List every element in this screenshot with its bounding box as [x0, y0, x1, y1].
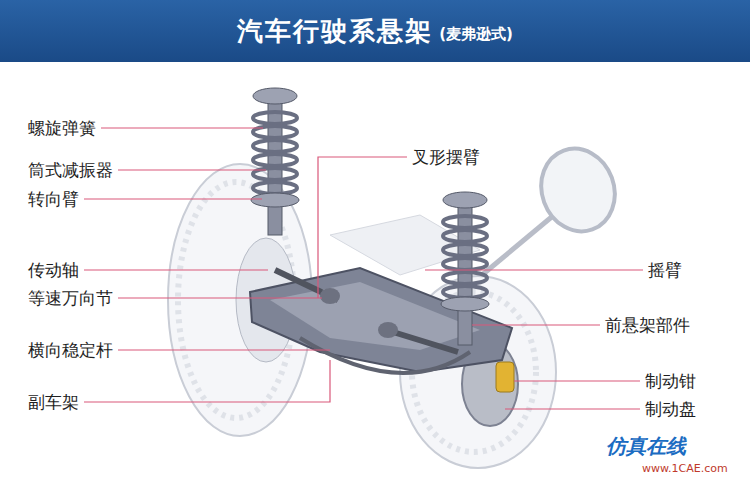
leader-line: [84, 360, 330, 402]
watermark: 仿真在线: [606, 433, 686, 460]
leader-line: [425, 269, 643, 270]
subframe: [250, 268, 512, 372]
leader-line: [84, 269, 268, 270]
leader-line: [472, 324, 600, 325]
title: 汽车行驶系悬架: [237, 14, 433, 49]
strut-mount: [443, 192, 487, 208]
leader-line: [514, 380, 640, 381]
brake-caliper: [496, 362, 514, 392]
part-label: 转向臂: [28, 189, 79, 209]
cv-joint: [320, 288, 340, 304]
watermark: www.1CAE.com: [642, 462, 728, 475]
part-label: 制动钳: [645, 371, 696, 391]
cv-joint: [378, 322, 398, 338]
part-label: 摇臂: [648, 260, 682, 280]
part-label: 螺旋弹簧: [28, 118, 96, 138]
part-label: 副车架: [28, 392, 79, 412]
stabilizer-bar: [300, 338, 470, 373]
leader-line: [101, 127, 263, 128]
part-label: 前悬架部件: [605, 315, 690, 335]
title-band: 汽车行驶系悬架 (麦弗逊式): [0, 0, 750, 62]
coil-spring: [443, 216, 487, 298]
leader-line: [118, 349, 330, 350]
part-label: 叉形摆臂: [412, 147, 480, 167]
leader-line: [318, 157, 407, 298]
part-label: 制动盘: [645, 399, 696, 419]
steering-wheel: [530, 138, 626, 242]
spring-seat: [441, 297, 489, 311]
part-label: 横向稳定杆: [28, 340, 113, 360]
subtitle: (麦弗逊式): [439, 25, 513, 44]
spring-seat: [251, 193, 299, 207]
leader-line: [118, 297, 322, 298]
part-label: 筒式减振器: [28, 160, 113, 180]
part-label: 传动轴: [28, 260, 79, 280]
leader-line: [118, 169, 266, 170]
leader-line: [84, 198, 262, 199]
leader-line: [505, 408, 640, 409]
coil-spring: [253, 112, 297, 194]
strut-mount: [253, 88, 297, 104]
part-label: 等速万向节: [28, 288, 113, 308]
